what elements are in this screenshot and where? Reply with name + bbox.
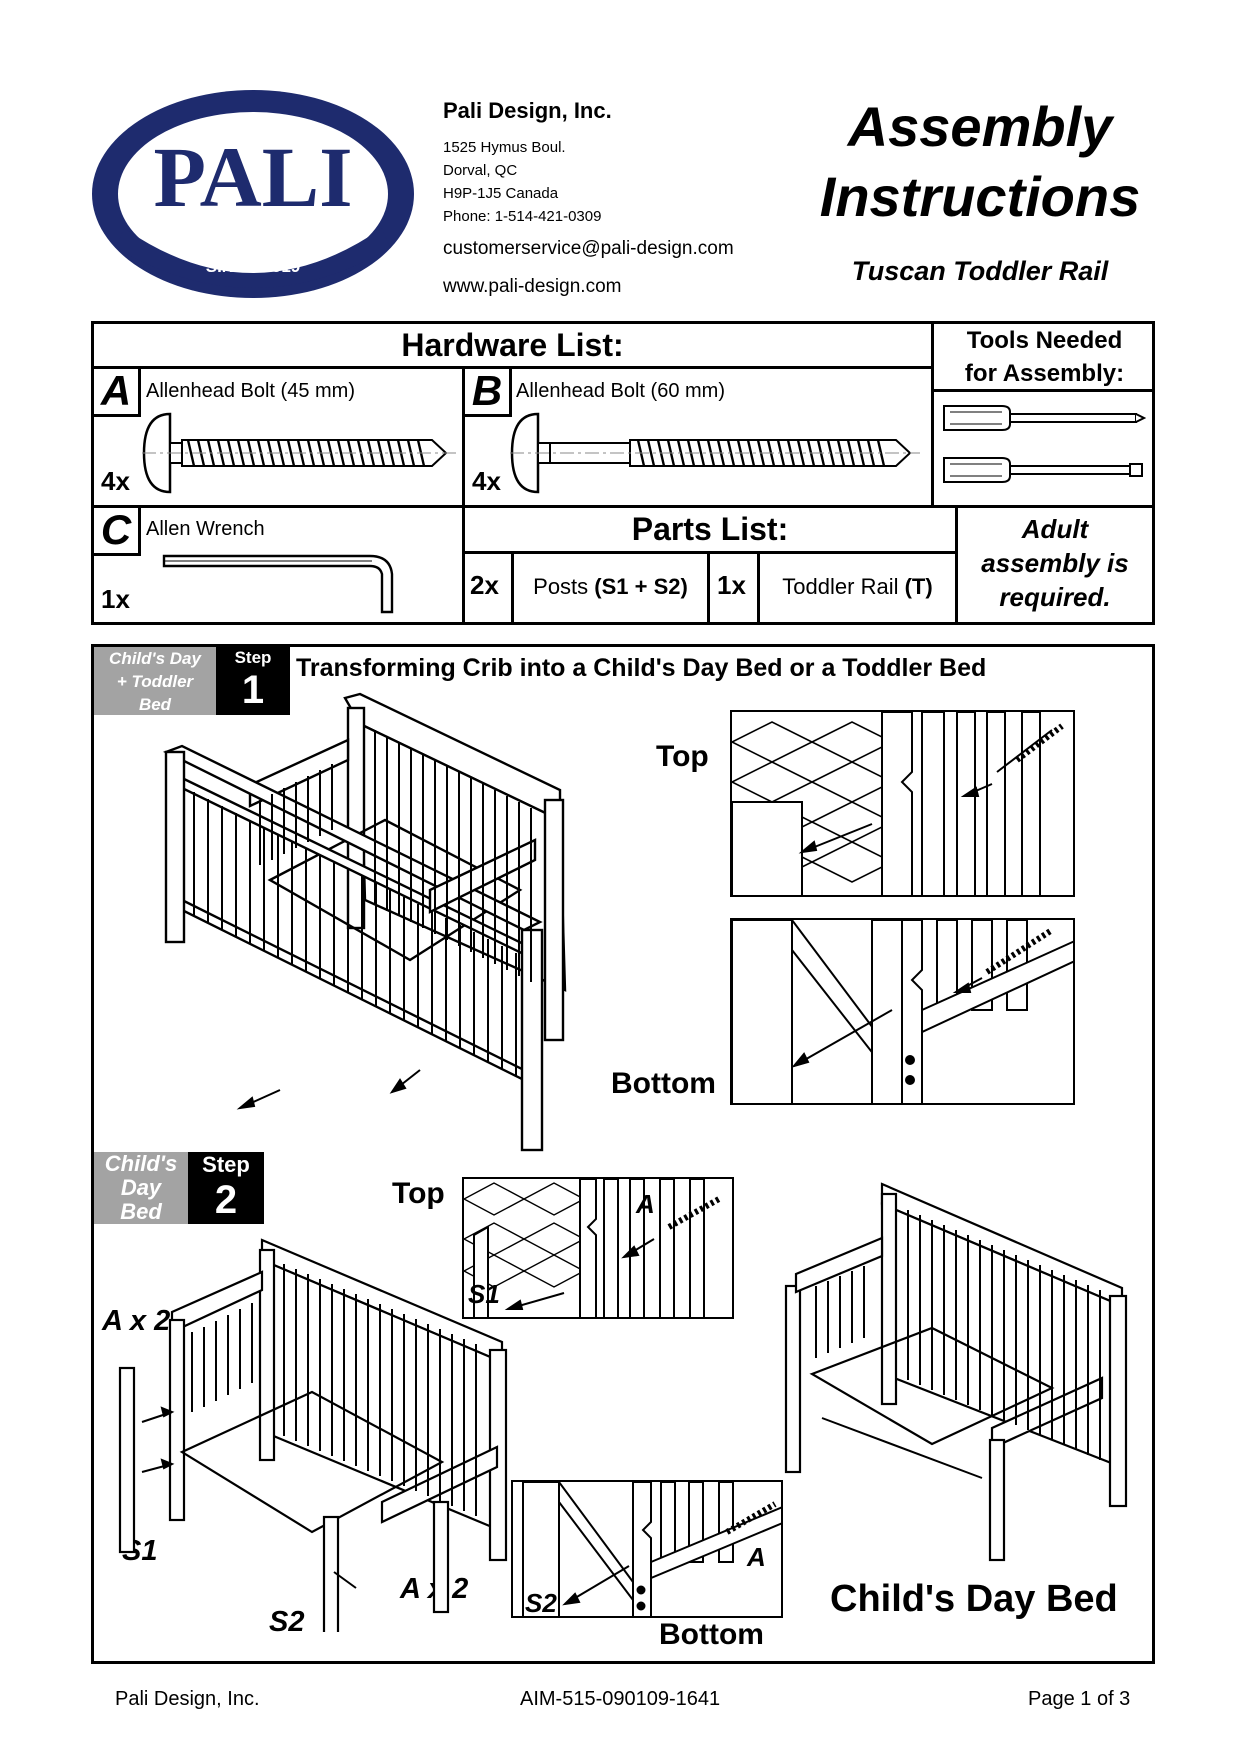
adult-line: Adult bbox=[1021, 514, 1089, 544]
hardware-name-a: Allenhead Bolt (45 mm) bbox=[146, 380, 355, 402]
address-line: Phone: 1-514-421-0309 bbox=[443, 208, 602, 225]
address-line: H9P-1J5 Canada bbox=[443, 185, 559, 202]
footer-page-number: Page 1 of 3 bbox=[1028, 1688, 1131, 1710]
step-label: Step bbox=[234, 648, 272, 667]
hardware-list-title: Hardware List: bbox=[401, 327, 624, 363]
email-link[interactable]: customerservice@pali-design.com bbox=[443, 238, 734, 259]
hardware-letter-b: B bbox=[465, 369, 512, 417]
divider bbox=[757, 551, 760, 625]
website-link[interactable]: www.pali-design.com bbox=[443, 276, 622, 297]
hardware-qty-b: 4x bbox=[472, 466, 501, 496]
divider bbox=[511, 551, 514, 625]
result-label: Child's Day Bed bbox=[830, 1578, 1118, 1620]
step1-title: Transforming Crib into a Child's Day Bed… bbox=[296, 654, 987, 682]
long-bolt-icon bbox=[510, 410, 920, 496]
step-number: 2 bbox=[214, 1178, 238, 1222]
divider bbox=[91, 505, 1155, 508]
hardware-table bbox=[91, 321, 1155, 625]
step2-detail-top: A S1 bbox=[462, 1177, 734, 1319]
day-bed-assembly-illustration bbox=[112, 1232, 512, 1632]
adult-line: assembly is bbox=[981, 548, 1129, 578]
detail-s1-label: S1 bbox=[468, 1279, 500, 1309]
address-line: Dorval, QC bbox=[443, 162, 518, 179]
pali-logo: PALI SINCE 1919 bbox=[90, 88, 416, 300]
part-qty-posts: 2x bbox=[470, 570, 499, 600]
crib-illustration bbox=[160, 690, 630, 1160]
product-name: Tuscan Toddler Rail bbox=[851, 256, 1109, 286]
part-posts: Posts (S1 + S2) bbox=[514, 574, 707, 600]
tools-line: for Assembly: bbox=[964, 360, 1125, 387]
step1-number-badge: Step 1 bbox=[216, 647, 290, 715]
title-line: Assembly bbox=[847, 95, 1113, 158]
label-a-x2-top: A x 2 bbox=[102, 1305, 171, 1337]
short-bolt-icon bbox=[142, 410, 462, 496]
part-name: Toddler Rail bbox=[782, 574, 899, 599]
detail-a-label: A bbox=[635, 1189, 655, 1219]
logo-text: PALI bbox=[153, 129, 352, 225]
badge-line: Bed bbox=[120, 1199, 162, 1224]
divider bbox=[931, 389, 1155, 392]
part-qty-rail: 1x bbox=[717, 570, 746, 600]
step1-detail-top bbox=[730, 710, 1075, 897]
title-line: Instructions bbox=[819, 165, 1141, 228]
hardware-name-c: Allen Wrench bbox=[146, 518, 265, 540]
step-label: Step bbox=[202, 1152, 250, 1177]
step2-label-bottom: Bottom bbox=[659, 1618, 764, 1651]
step2-label-top: Top bbox=[392, 1177, 445, 1210]
footer-doc-id: AIM-515-090109-1641 bbox=[520, 1688, 721, 1710]
step2-number-badge: Step 2 bbox=[188, 1152, 264, 1224]
part-code: (S1 + S2) bbox=[594, 574, 688, 599]
divider bbox=[462, 366, 465, 625]
divider bbox=[91, 366, 934, 369]
hardware-letter-a: A bbox=[94, 369, 141, 417]
hardware-qty-c: 1x bbox=[101, 584, 130, 614]
badge-line: Bed bbox=[138, 695, 172, 714]
instructions-panel bbox=[91, 644, 1155, 1664]
label-s2: S2 bbox=[269, 1606, 305, 1638]
company-name: Pali Design, Inc. bbox=[443, 98, 612, 123]
page-title: Assembly Instructions bbox=[780, 92, 1180, 232]
phillips-screwdriver-icon bbox=[940, 450, 1146, 490]
divider bbox=[707, 551, 710, 625]
badge-line: Child's Day bbox=[109, 649, 201, 668]
badge-line: Day bbox=[120, 1175, 162, 1200]
hardware-letter-c: C bbox=[94, 508, 141, 556]
part-code: (T) bbox=[904, 574, 933, 599]
tools-needed-title: Tools Needed for Assembly: bbox=[934, 324, 1155, 390]
step-number: 1 bbox=[241, 668, 265, 712]
divider bbox=[462, 551, 958, 554]
company-address: 1525 Hymus Boul. Dorval, QC H9P-1J5 Cana… bbox=[443, 136, 601, 228]
step2-category-badge: Child's Day Bed bbox=[94, 1152, 188, 1224]
part-name: Posts bbox=[533, 574, 589, 599]
flathead-screwdriver-icon bbox=[940, 398, 1146, 438]
badge-line: Child's bbox=[104, 1151, 178, 1176]
adult-line: required. bbox=[999, 582, 1111, 612]
detail-a-label: A bbox=[746, 1542, 766, 1572]
divider bbox=[955, 505, 958, 625]
divider bbox=[931, 321, 934, 507]
parts-list-title: Parts List: bbox=[631, 511, 789, 547]
footer-company: Pali Design, Inc. bbox=[115, 1688, 260, 1710]
hardware-name-b: Allenhead Bolt (60 mm) bbox=[516, 380, 725, 402]
address-line: 1525 Hymus Boul. bbox=[443, 139, 566, 156]
step1-detail-bottom bbox=[730, 918, 1075, 1105]
tools-line: Tools Needed bbox=[966, 327, 1123, 354]
step2-detail-bottom: A S2 bbox=[511, 1480, 783, 1618]
adult-assembly-note: Adult assembly is required. bbox=[958, 512, 1152, 614]
step1-label-bottom: Bottom bbox=[611, 1067, 716, 1100]
step1-label-top: Top bbox=[656, 740, 709, 773]
part-toddler-rail: Toddler Rail (T) bbox=[760, 574, 955, 600]
childs-day-bed-illustration bbox=[782, 1178, 1132, 1578]
hardware-qty-a: 4x bbox=[101, 466, 130, 496]
allen-wrench-icon bbox=[160, 548, 400, 618]
step1-category-badge: Child's Day + Toddler Bed bbox=[94, 647, 216, 715]
logo-since: SINCE 1919 bbox=[206, 257, 301, 276]
badge-line: + Toddler bbox=[116, 672, 194, 691]
detail-s2-label: S2 bbox=[525, 1588, 557, 1618]
